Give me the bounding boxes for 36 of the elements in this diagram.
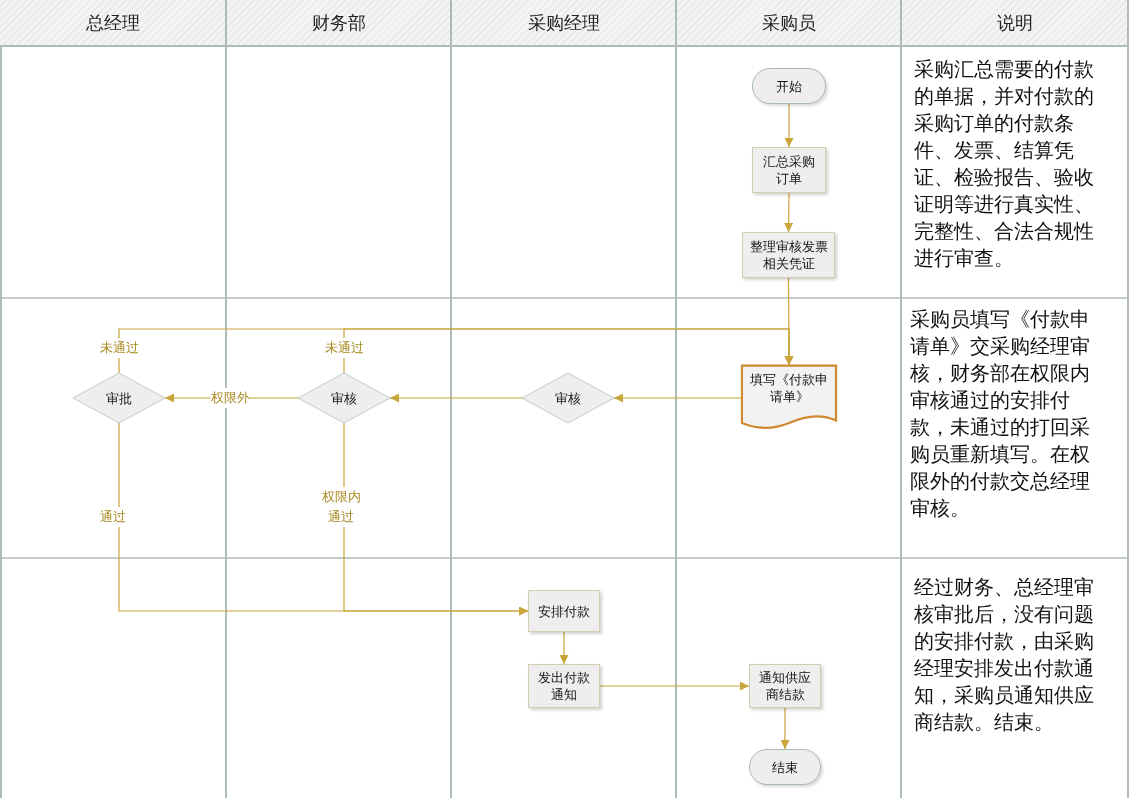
document-shape: 填写《付款申请单》	[741, 365, 837, 431]
process-box: 整理审核发票相关凭证	[742, 232, 835, 278]
edge-label: 通过	[100, 507, 126, 527]
lane-header: 采购员	[677, 0, 900, 47]
lane-header: 财务部	[227, 0, 450, 47]
edge-label: 权限外	[210, 388, 250, 408]
description-text: 采购员填写《付款申请单》交采购经理审核，财务部在权限内审核通过的安排付款，未通过的打回采购员重新填写。在权限外的付款交总经理审核。	[910, 306, 1106, 546]
process-box: 通知供应商结款	[749, 664, 821, 708]
process-box: 汇总采购订单	[752, 147, 826, 193]
process-box: 安排付款	[528, 590, 600, 632]
arrow	[389, 393, 523, 403]
swimlane	[677, 0, 902, 798]
arrow	[599, 681, 750, 691]
arrow	[780, 707, 790, 750]
edge-label: 未通过	[324, 338, 364, 358]
decision-diamond: 审批	[73, 373, 165, 423]
edge-label: 未通过	[99, 338, 139, 358]
lane-header: 说明	[902, 0, 1127, 47]
arrow	[613, 393, 742, 403]
description-text: 经过财务、总经理审核审批后，没有问题的安排付款，由采购经理安排发出付款通知，采购员通知供应商结款。结束。	[914, 574, 1108, 774]
process-box: 发出付款通知	[528, 664, 600, 708]
swimlane	[902, 0, 1129, 798]
arrow	[118, 328, 794, 374]
arrow	[559, 631, 569, 665]
lane-header: 采购经理	[452, 0, 675, 47]
description-text: 采购汇总需要的付款的单据，并对付款的采购订单的付款条件、发票、结算凭证、检验报告、验收证明等进行真实性、完整性、合法合规性进行审查。	[914, 56, 1108, 286]
terminator-shape: 结束	[749, 749, 821, 785]
edge-label: 权限内通过	[321, 487, 361, 527]
arrow	[784, 103, 794, 148]
decision-diamond: 审核	[522, 373, 614, 423]
arrow	[343, 422, 529, 616]
decision-diamond: 审核	[298, 373, 390, 423]
lane-header: 总经理	[0, 0, 225, 47]
arrow	[784, 192, 794, 233]
terminator-shape: 开始	[752, 68, 826, 104]
swimlane	[452, 0, 677, 798]
